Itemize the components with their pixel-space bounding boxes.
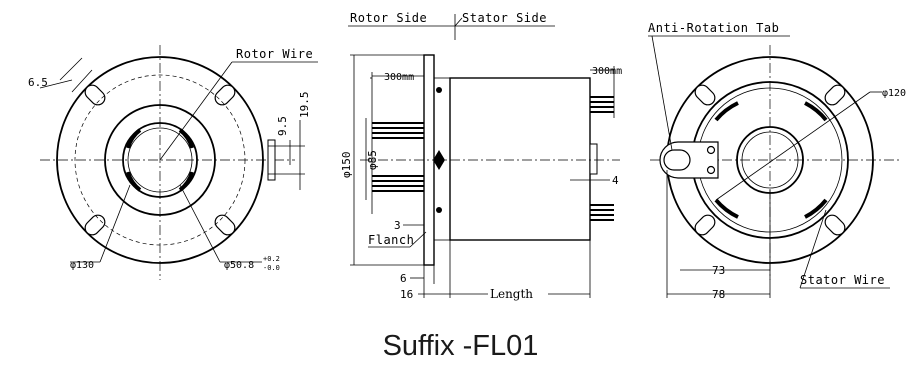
flange-slot xyxy=(694,84,846,236)
stator-wire-label: Stator Wire xyxy=(800,273,885,287)
side-labels: Rotor Side Stator Side xyxy=(348,11,555,40)
right-end-view: Anti-Rotation Tab φ120 73 78 Stator Wire xyxy=(648,21,906,301)
stator-side-label: Stator Side xyxy=(462,11,547,25)
rotor-lead-length: 300mm xyxy=(384,72,414,83)
suffix-caption: Suffix -FL01 xyxy=(382,330,539,362)
rotor-wire-marks xyxy=(126,128,194,192)
stator-wire-marks xyxy=(714,101,828,219)
body-dia-label: φ85 xyxy=(366,150,379,170)
bore-tol-lower: -0.0 xyxy=(263,264,280,272)
slip-ring-body xyxy=(449,77,591,241)
outer-dia-label: φ130 xyxy=(70,260,94,271)
flanch-label: Flanch xyxy=(368,233,414,247)
dia-120-label: φ120 xyxy=(882,88,906,99)
dim-73: 73 xyxy=(712,264,725,277)
rotor-wire-bundle xyxy=(372,122,424,192)
side-elevation-view: 300mm 300mm φ150 φ85 3 4 Flanch 6 16 xyxy=(340,54,622,301)
dim-6: 6 xyxy=(400,272,407,285)
dim-19-5: 19.5 xyxy=(298,92,311,119)
dim-4: 4 xyxy=(612,174,619,187)
bore-tol-upper: +0.2 xyxy=(263,255,280,263)
rotor-side-label: Rotor Side xyxy=(350,11,427,25)
slot-width-label: 6.5 xyxy=(28,76,48,89)
rotor-wire-label: Rotor Wire xyxy=(236,47,313,61)
flange-dia-label: φ150 xyxy=(340,152,353,179)
left-end-view: Rotor Wire 6.5 9.5 19.5 φ130 φ50.8 +0.2 … xyxy=(28,45,318,280)
dim-78: 78 xyxy=(712,288,725,301)
dim-16: 16 xyxy=(400,288,413,301)
bore-dia-label: φ50.8 xyxy=(224,260,254,271)
flange-slot xyxy=(84,84,236,236)
stator-wire-bundle xyxy=(590,96,614,221)
anti-rotation-tab-label: Anti-Rotation Tab xyxy=(648,21,779,35)
dim-9-5: 9.5 xyxy=(276,116,289,136)
anti-rotation-tab xyxy=(659,141,719,179)
dim-3: 3 xyxy=(394,219,401,232)
stator-lead-length: 300mm xyxy=(592,66,622,77)
length-label: Length xyxy=(490,287,533,301)
